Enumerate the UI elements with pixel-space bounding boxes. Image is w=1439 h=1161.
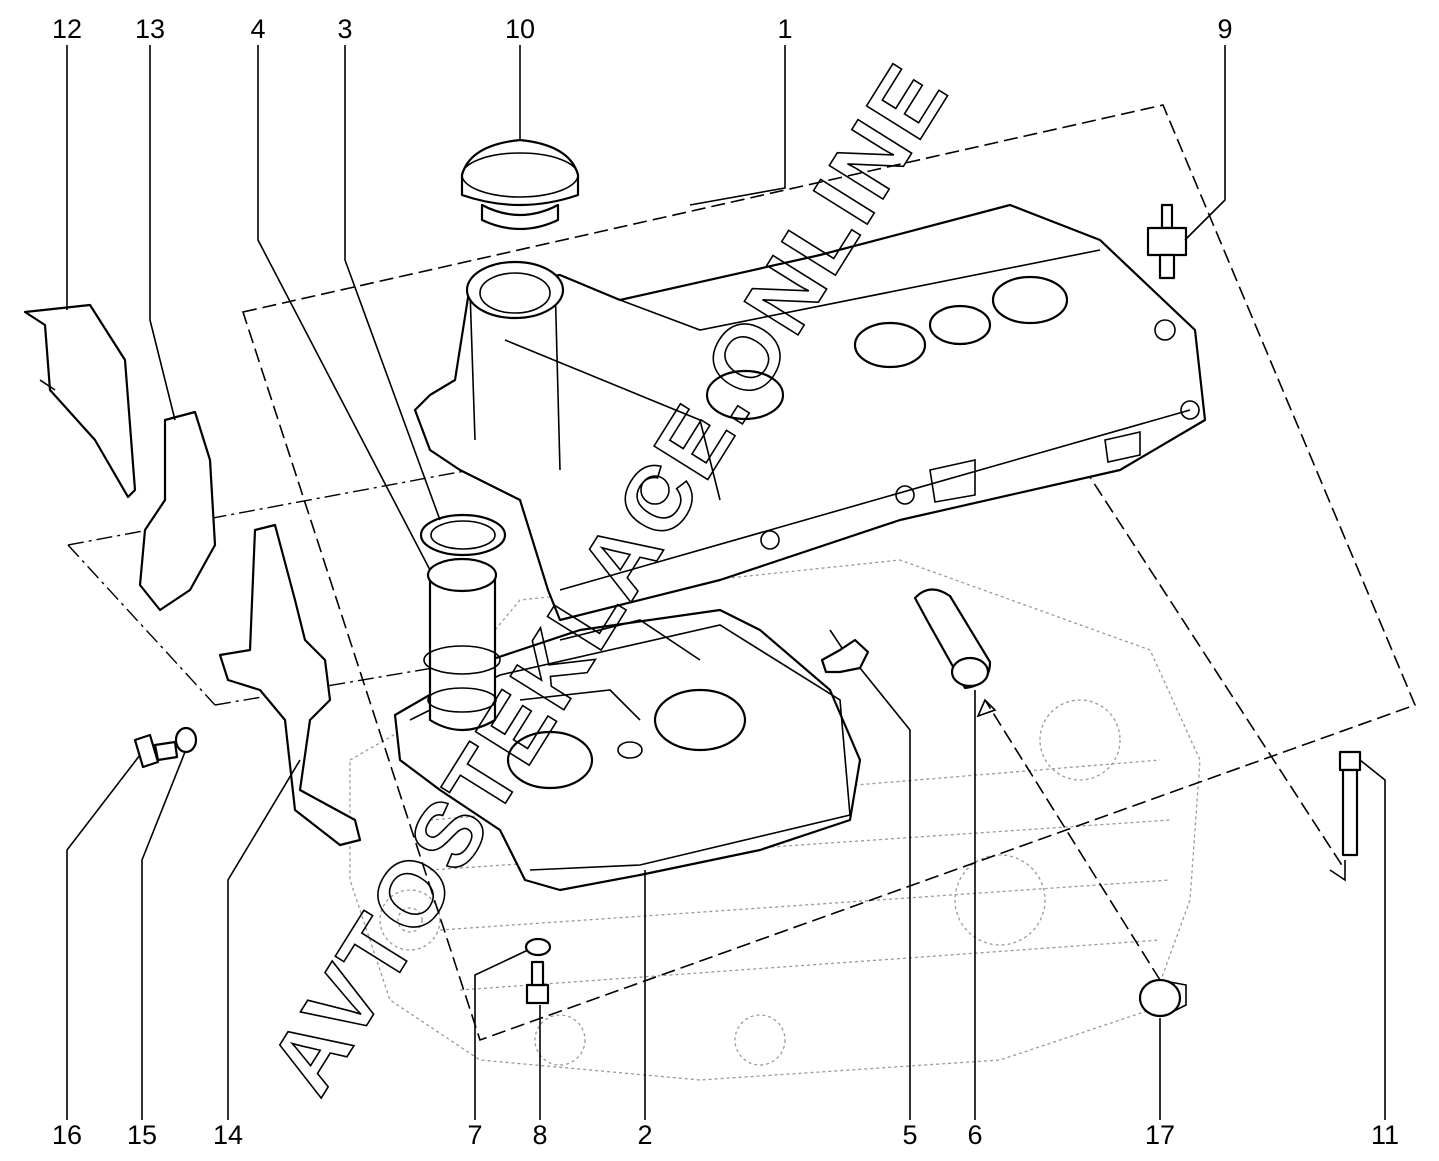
- washer-part-7: [524, 937, 552, 957]
- filler-cap-part-10: [460, 138, 580, 231]
- long-bolt-part-11: [1338, 750, 1362, 857]
- callout-3: 3: [337, 14, 352, 44]
- watermark-text: AVTOSTEKLACE.ONLINE: [250, 46, 968, 1111]
- breather-tube-part-4: [423, 557, 501, 731]
- bolt-part-16: [133, 733, 179, 769]
- bracket-part-12: [23, 303, 137, 499]
- assembly-dashed-boundaries: [67, 104, 1417, 1042]
- small-hose-part-5: [820, 629, 870, 674]
- leader-lines: [66, 45, 1386, 1120]
- callout-17: 17: [1145, 1120, 1175, 1150]
- callout-14: 14: [213, 1120, 243, 1150]
- bolt-part-8: [525, 960, 550, 1005]
- callout-11: 11: [1371, 1120, 1399, 1150]
- oil-baffle-part-2: [393, 608, 862, 892]
- callout-6: 6: [967, 1120, 982, 1150]
- bracket-part-13: [138, 410, 217, 612]
- callout-5: 5: [902, 1120, 917, 1150]
- callout-2: 2: [637, 1120, 652, 1150]
- stud-part-9: [1146, 203, 1188, 280]
- callout-16: 16: [52, 1120, 82, 1150]
- hose-part-6: [913, 588, 992, 690]
- washer-part-15: [174, 726, 198, 754]
- callout-8: 8: [532, 1120, 547, 1150]
- seal-ring-part-3: [419, 513, 507, 557]
- callout-15: 15: [127, 1120, 157, 1150]
- callout-labels: 1 2 3 4 5 6 7 8 9 10 11 12 13 14 15 16 1…: [52, 14, 1399, 1150]
- callout-13: 13: [135, 14, 165, 44]
- valve-cover-part-1: [413, 203, 1207, 622]
- callout-1: 1: [777, 14, 792, 44]
- plug-part-17: [1138, 978, 1187, 1018]
- callout-9: 9: [1217, 14, 1232, 44]
- callout-10: 10: [505, 14, 535, 44]
- callout-7: 7: [467, 1120, 482, 1150]
- bracket-part-14: [218, 523, 362, 847]
- callout-12: 12: [52, 14, 82, 44]
- callout-4: 4: [250, 14, 265, 44]
